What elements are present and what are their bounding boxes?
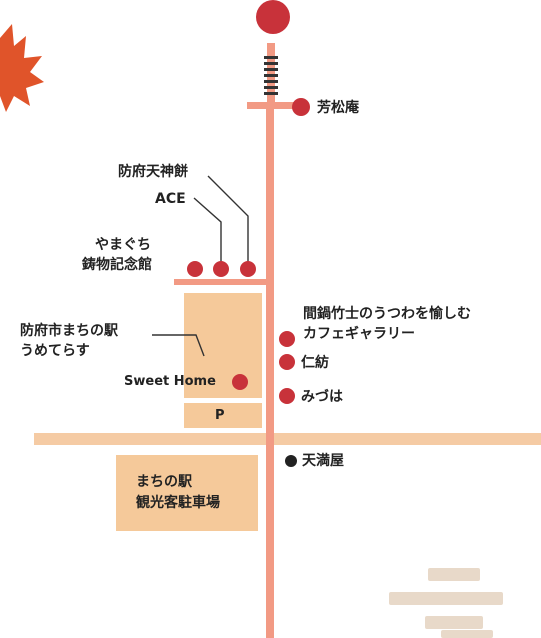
- label-kanko-2: 観光客駐車場: [136, 495, 220, 511]
- shrine-marker-icon: [256, 0, 290, 34]
- railway-tie: [264, 62, 278, 65]
- marker-gallery: [279, 331, 295, 347]
- railway-icon: [264, 43, 278, 105]
- label-gallery-1: 間鍋竹士のうつわを愉しむ: [303, 306, 471, 322]
- marker-sweet-home: [232, 374, 248, 390]
- label-umeterasu-2: うめてらす: [20, 343, 90, 359]
- railway-tie: [264, 56, 278, 59]
- label-yamaguchi-2: 鋳物記念館: [82, 257, 152, 273]
- maple-leaf-icon: [0, 24, 44, 112]
- label-gallery-2: カフェギャラリー: [303, 326, 415, 342]
- marker-ace: [213, 261, 229, 277]
- leader-line-umeterasu: [152, 334, 205, 357]
- label-ace: ACE: [155, 191, 186, 207]
- marker-yamaguchi: [187, 261, 203, 277]
- label-umeterasu-1: 防府市まちの駅: [20, 323, 118, 339]
- label-nibou: 仁紡: [301, 355, 329, 371]
- cloud-bar: [389, 592, 503, 605]
- main-road: [266, 105, 274, 638]
- railway-tie: [264, 74, 278, 77]
- maple-leaf-shape: [0, 24, 44, 112]
- top-crossbar: [247, 102, 299, 109]
- main-road-over: [266, 433, 274, 445]
- railway-tie: [264, 92, 278, 95]
- marker-nibou: [279, 354, 295, 370]
- label-yamaguchi-1: やまぐち: [95, 237, 151, 253]
- marker-housyouan: [292, 98, 310, 116]
- marker-tenmanya: [285, 455, 297, 467]
- kanko-parking-block: [116, 455, 258, 531]
- leader-line-ace: [193, 197, 222, 262]
- cross-road: [34, 433, 541, 445]
- cloud-bar: [425, 616, 483, 629]
- leader-line-tenjin: [207, 175, 249, 262]
- marker-tenjin: [240, 261, 256, 277]
- railway-tie: [264, 86, 278, 89]
- label-housyouan: 芳松庵: [317, 100, 359, 116]
- railway-tie: [264, 80, 278, 83]
- umeterasu-block: [184, 293, 262, 398]
- marker-mizuha: [279, 388, 295, 404]
- label-tenmanya: 天満屋: [302, 453, 344, 469]
- label-sweet-home: Sweet Home: [124, 374, 216, 389]
- label-tenjin-mochi: 防府天神餅: [118, 164, 188, 180]
- railway-tie: [264, 68, 278, 71]
- parking-block: [184, 403, 262, 428]
- cloud-bar: [428, 568, 480, 581]
- label-parking: P: [215, 408, 225, 423]
- label-mizuha: みづは: [301, 389, 343, 405]
- label-kanko-1: まちの駅: [136, 474, 192, 490]
- side-road: [174, 279, 268, 285]
- cloud-bar: [441, 630, 493, 638]
- cloud-pattern-icon: [389, 568, 503, 638]
